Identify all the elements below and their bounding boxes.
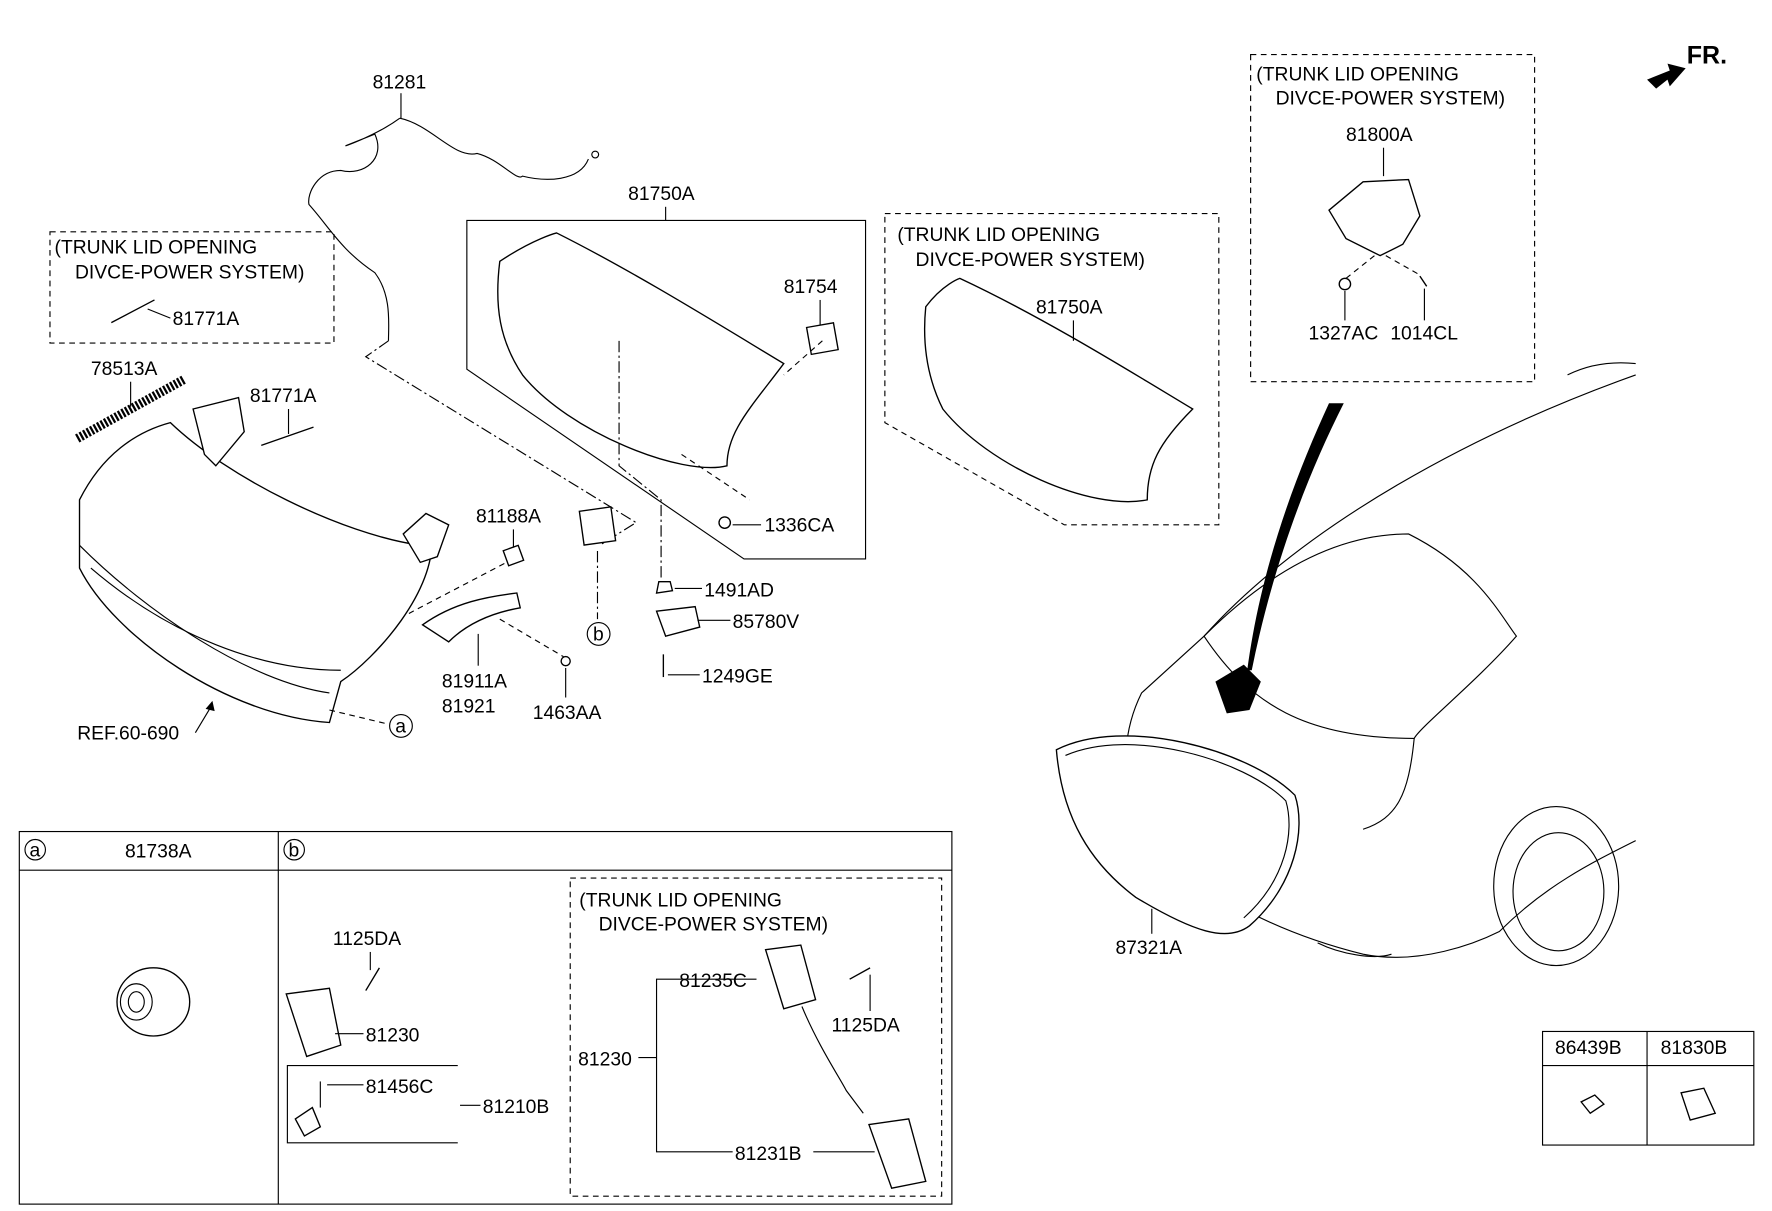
callout-81771A-power: 81771A	[173, 309, 240, 330]
callout-ref-60-690: REF.60-690	[77, 724, 179, 745]
callout-81230: 81230	[366, 1026, 420, 1047]
callout-81456C: 81456C	[366, 1077, 434, 1098]
callout-1491AD: 1491AD	[704, 580, 774, 601]
power-box-title: (TRUNK LID OPENING	[897, 225, 1100, 246]
callout-1336CA: 1336CA	[764, 516, 834, 537]
callout-81750A: 81750A	[628, 184, 695, 205]
callout-81188A: 81188A	[476, 507, 541, 528]
part-86439B-clip	[1580, 1094, 1605, 1115]
part-81911A-hinge: 81911A 81921 1463AA	[421, 592, 602, 724]
callout-81771A: 81771A	[250, 386, 317, 407]
front-direction-indicator: FR.	[1647, 42, 1727, 89]
power-box-subtitle: DIVCE-POWER SYSTEM)	[916, 250, 1145, 271]
power-box-subtitle: DIVCE-POWER SYSTEM)	[75, 262, 304, 283]
callout-81800A: 81800A	[1346, 125, 1413, 146]
part-78513A-spring: 78513A	[75, 359, 187, 443]
callout-81231B: 81231B	[735, 1144, 802, 1165]
front-arrow-icon	[1647, 63, 1686, 89]
callout-1249GE: 1249GE	[702, 667, 773, 688]
trunk-lid: REF.60-690	[77, 396, 450, 745]
power-system-box-latch: (TRUNK LID OPENING DIVCE-POWER SYSTEM) 1…	[569, 877, 943, 1197]
callout-81230-power: 81230	[578, 1050, 632, 1071]
car-rear-view: 87321A	[1055, 362, 1636, 967]
callout-87321A: 87321A	[1115, 938, 1182, 959]
callout-81235C: 81235C	[679, 971, 747, 992]
assembly-line	[364, 340, 638, 546]
table-header-81738A: 81738A	[125, 842, 192, 863]
small-parts-table: 86439B 81830B	[1541, 1030, 1755, 1146]
power-box-subtitle: DIVCE-POWER SYSTEM)	[1276, 89, 1505, 110]
latch-assembly: b 1491AD 85780V 1249GE	[578, 506, 800, 688]
table-header-81830B: 81830B	[1661, 1038, 1728, 1059]
part-81771A-gas-lift: 81771A	[250, 386, 317, 446]
callout-81750A-power: 81750A	[1036, 298, 1103, 319]
marker-a: a	[389, 713, 413, 738]
front-label: FR.	[1687, 42, 1727, 70]
table-header-86439B: 86439B	[1555, 1038, 1622, 1059]
part-81830B-bracket	[1680, 1087, 1717, 1121]
callout-1463AA: 1463AA	[533, 703, 602, 724]
part-81738A-grommet	[116, 967, 191, 1037]
callout-81281: 81281	[373, 73, 427, 94]
power-box-subtitle: DIVCE-POWER SYSTEM)	[599, 914, 828, 935]
power-box-title: (TRUNK LID OPENING	[1256, 65, 1459, 86]
callout-81210B: 81210B	[483, 1097, 550, 1118]
callout-81921: 81921	[442, 696, 496, 717]
part-81750A-trim-assembly: 81750A 81754 1336CA	[466, 184, 867, 560]
callout-1125DA: 1125DA	[333, 929, 401, 950]
callout-78513A: 78513A	[91, 359, 158, 380]
power-system-box-trim: (TRUNK LID OPENING DIVCE-POWER SYSTEM) 8…	[884, 213, 1220, 526]
callout-1125DA-power: 1125DA	[831, 1015, 899, 1036]
callout-81754: 81754	[784, 277, 838, 298]
callout-1327AC: 1327AC	[1309, 324, 1379, 345]
callout-1014CL: 1014CL	[1390, 324, 1458, 345]
table-marker-a: a	[30, 841, 41, 862]
marker-a-label: a	[395, 717, 406, 738]
power-system-box-actuator: (TRUNK LID OPENING DIVCE-POWER SYSTEM) 8…	[1250, 54, 1536, 383]
power-system-box-gas-lift: (TRUNK LID OPENING DIVCE-POWER SYSTEM) 8…	[49, 231, 335, 344]
part-81281-cable: 81281	[308, 73, 600, 341]
callout-85780V: 85780V	[733, 612, 800, 633]
marker-b-label: b	[593, 625, 604, 646]
assembly-line	[618, 340, 662, 580]
power-box-title: (TRUNK LID OPENING	[579, 891, 782, 912]
table-marker-b: b	[289, 841, 300, 862]
part-81188A-bumper: 81188A	[408, 507, 541, 614]
detail-table: a 81738A b 1125DA 81230 81456C 81210B (T…	[18, 830, 953, 1205]
callout-81911A: 81911A	[442, 671, 507, 692]
power-box-title: (TRUNK LID OPENING	[55, 237, 258, 258]
